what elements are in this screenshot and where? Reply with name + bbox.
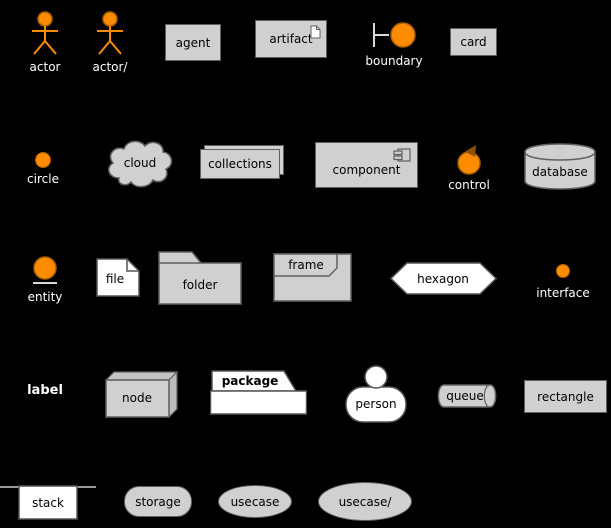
- cloud-shape: cloud: [103, 137, 177, 194]
- database-shape: database: [524, 143, 596, 194]
- artifact-document-icon: [310, 25, 321, 39]
- usecase-label: usecase: [230, 494, 280, 509]
- artifact-shape: artifact: [255, 20, 327, 58]
- database-label: database: [532, 165, 588, 179]
- actor-icon: [32, 11, 58, 55]
- actor-element: actor: [23, 10, 67, 75]
- rectangle-shape: rectangle: [524, 380, 607, 413]
- file-label: file: [106, 272, 124, 286]
- entity-element: entity: [23, 256, 67, 305]
- node-shape: node: [104, 370, 179, 422]
- control-label: control: [448, 178, 490, 192]
- stack-icon: stack: [0, 485, 96, 520]
- collections-front-rect: collections: [200, 149, 280, 179]
- agent-label: agent: [175, 35, 211, 50]
- storage-label: storage: [135, 494, 181, 509]
- circle-element: circle: [23, 152, 63, 187]
- person-label: person: [355, 397, 396, 411]
- node-label: node: [122, 391, 152, 405]
- person-head: [364, 365, 388, 389]
- actor-slash-element: actor/: [88, 10, 132, 75]
- cloud-label: cloud: [124, 156, 157, 170]
- actor-slash-icon: [97, 11, 123, 55]
- control-element: control: [447, 143, 491, 193]
- agent-shape: agent: [165, 24, 221, 61]
- folder-icon: folder: [158, 251, 242, 305]
- storage-shape: storage: [124, 486, 192, 517]
- hexagon-shape: hexagon: [389, 262, 498, 299]
- package-label: package: [222, 374, 279, 388]
- entity-label: entity: [27, 290, 63, 304]
- person-shape: person: [345, 365, 407, 427]
- queue-icon: queue: [437, 384, 497, 408]
- stack-shape: stack: [0, 485, 96, 525]
- queue-shape: queue: [437, 384, 497, 412]
- folder-label: folder: [183, 278, 218, 292]
- usecase-slash-shape: usecase/: [318, 482, 412, 521]
- usecase-shape: usecase: [218, 485, 292, 518]
- card-shape: card: [450, 28, 497, 56]
- actor-label: actor: [29, 60, 61, 74]
- hexagon-label: hexagon: [417, 272, 469, 286]
- card-label: card: [460, 35, 487, 49]
- package-icon: package: [209, 370, 308, 415]
- collections-label: collections: [208, 157, 272, 171]
- queue-label: queue: [446, 389, 484, 403]
- interface-icon: [556, 264, 570, 278]
- circle-icon: [35, 152, 51, 168]
- stack-label: stack: [32, 496, 64, 510]
- component-shape: component: [315, 142, 418, 188]
- boundary-label: boundary: [365, 54, 423, 68]
- control-icon: [457, 145, 481, 175]
- package-shape: package: [209, 370, 308, 419]
- database-icon: database: [524, 143, 596, 190]
- label-element: label: [27, 383, 63, 398]
- node-icon: node: [104, 370, 179, 419]
- boundary-element: boundary: [362, 20, 426, 69]
- frame-label: frame: [288, 258, 324, 272]
- artifact-label: artifact: [269, 32, 313, 46]
- circle-label: circle: [27, 172, 59, 186]
- component-label: component: [332, 163, 401, 177]
- rectangle-label: rectangle: [537, 389, 594, 404]
- frame-icon: frame: [273, 253, 352, 302]
- file-icon: file: [96, 258, 140, 297]
- component-icon: [393, 148, 411, 162]
- interface-element: interface: [535, 264, 591, 301]
- cloud-icon: cloud: [108, 140, 173, 188]
- collections-shape: collections: [200, 145, 284, 180]
- file-shape: file: [96, 258, 140, 301]
- actor-slash-label: actor/: [92, 60, 128, 74]
- frame-shape: frame: [273, 253, 352, 306]
- entity-icon: [33, 256, 57, 284]
- person-icon: person: [345, 365, 407, 423]
- usecase-slash-label: usecase/: [338, 494, 392, 509]
- folder-shape: folder: [158, 251, 242, 309]
- interface-label: interface: [536, 286, 590, 300]
- hexagon-icon: hexagon: [389, 262, 498, 295]
- boundary-icon: [373, 22, 416, 48]
